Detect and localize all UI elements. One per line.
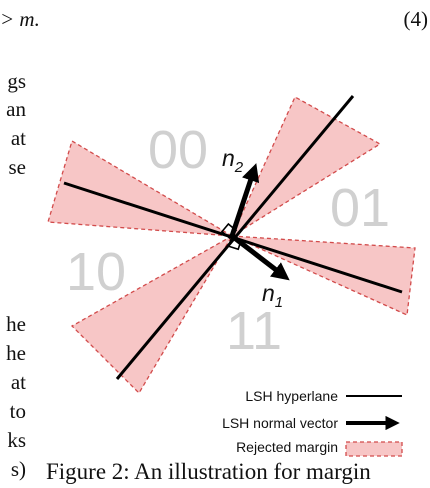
- normal-vector-n2: [229, 163, 260, 237]
- normal-vector-label-n1: n1: [262, 280, 283, 311]
- left-column-fragment: se: [8, 155, 27, 179]
- rejected-margin-wedge: [231, 235, 416, 316]
- left-column-fragment: at: [10, 126, 26, 150]
- region-label-00: 00: [148, 120, 208, 180]
- rejected-margin-wedge: [230, 96, 382, 238]
- normal-vector-n1: [230, 234, 290, 281]
- left-column-fragment: gs: [7, 69, 26, 93]
- legend-symbol-dashed-box: [345, 441, 403, 457]
- legend-label-rejected-margin: Rejected margin: [236, 439, 338, 455]
- left-column-fragment: to: [9, 399, 26, 423]
- equation-fragment: > m.: [0, 7, 40, 31]
- region-label-01: 01: [330, 178, 390, 238]
- figure-caption: Figure 2: An illustration for margin: [46, 459, 371, 484]
- legend-label-hyperplane: LSH hyperlane: [245, 388, 338, 404]
- equation-number: (4): [403, 7, 429, 31]
- left-column-fragment: an: [6, 97, 26, 121]
- left-column-fragment: ks: [7, 428, 26, 452]
- left-column-fragment: he: [6, 312, 26, 336]
- left-column-fragment: s): [10, 457, 26, 481]
- normal-vector-label-n2: n2: [222, 145, 244, 176]
- region-label-11: 11: [226, 301, 282, 361]
- legend-label-normal-vector: LSH normal vector: [222, 415, 338, 431]
- rejected-margin-wedge: [70, 234, 234, 395]
- left-column-fragment: he: [6, 341, 26, 365]
- region-label-10: 10: [66, 242, 126, 302]
- rejected-margin-wedge: [47, 140, 233, 237]
- left-column-fragment: at: [10, 370, 26, 394]
